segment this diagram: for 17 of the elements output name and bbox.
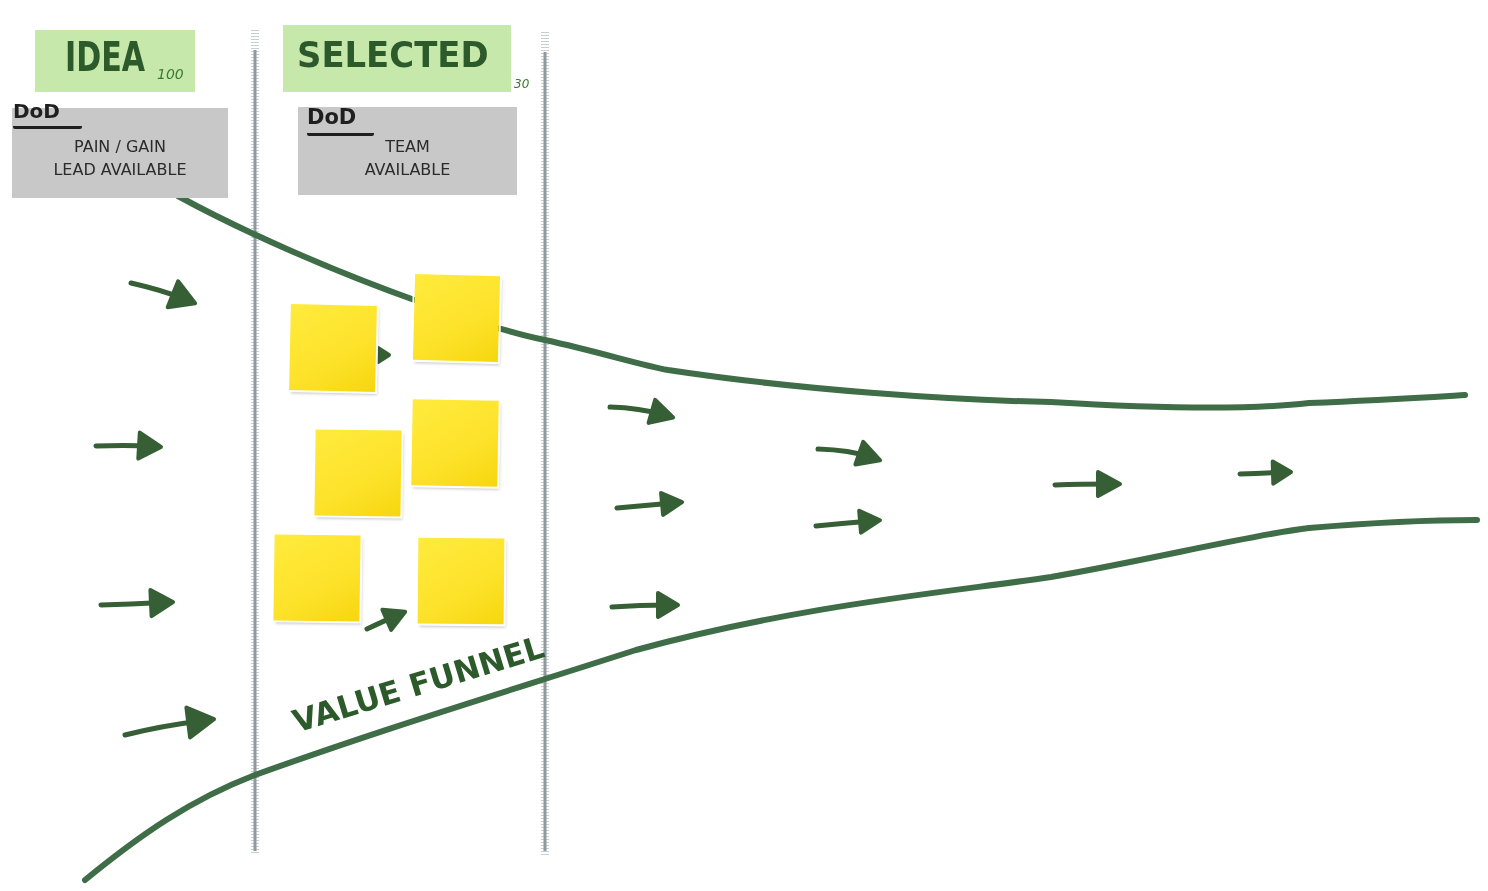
sticky-note bbox=[417, 537, 505, 625]
column-title: SELECTED bbox=[297, 37, 489, 73]
card-heading: DoD bbox=[307, 107, 375, 136]
count-label: 100 bbox=[157, 67, 184, 81]
sticky-note bbox=[273, 534, 361, 622]
count-label: 30 bbox=[514, 78, 530, 90]
sticky-note bbox=[412, 273, 501, 363]
sticky-note bbox=[411, 399, 499, 487]
definition-card bbox=[298, 104, 517, 195]
column-header bbox=[283, 25, 511, 92]
card-heading: DoD bbox=[13, 101, 82, 129]
criteria-text: TEAM AVAILABLE bbox=[363, 136, 452, 181]
sticky-note bbox=[289, 304, 377, 392]
criteria-text: PAIN / GAIN LEAD AVAILABLE bbox=[52, 136, 188, 181]
column-title: IDEA bbox=[65, 37, 146, 78]
sticky-note bbox=[314, 429, 402, 517]
column-header bbox=[35, 30, 195, 92]
